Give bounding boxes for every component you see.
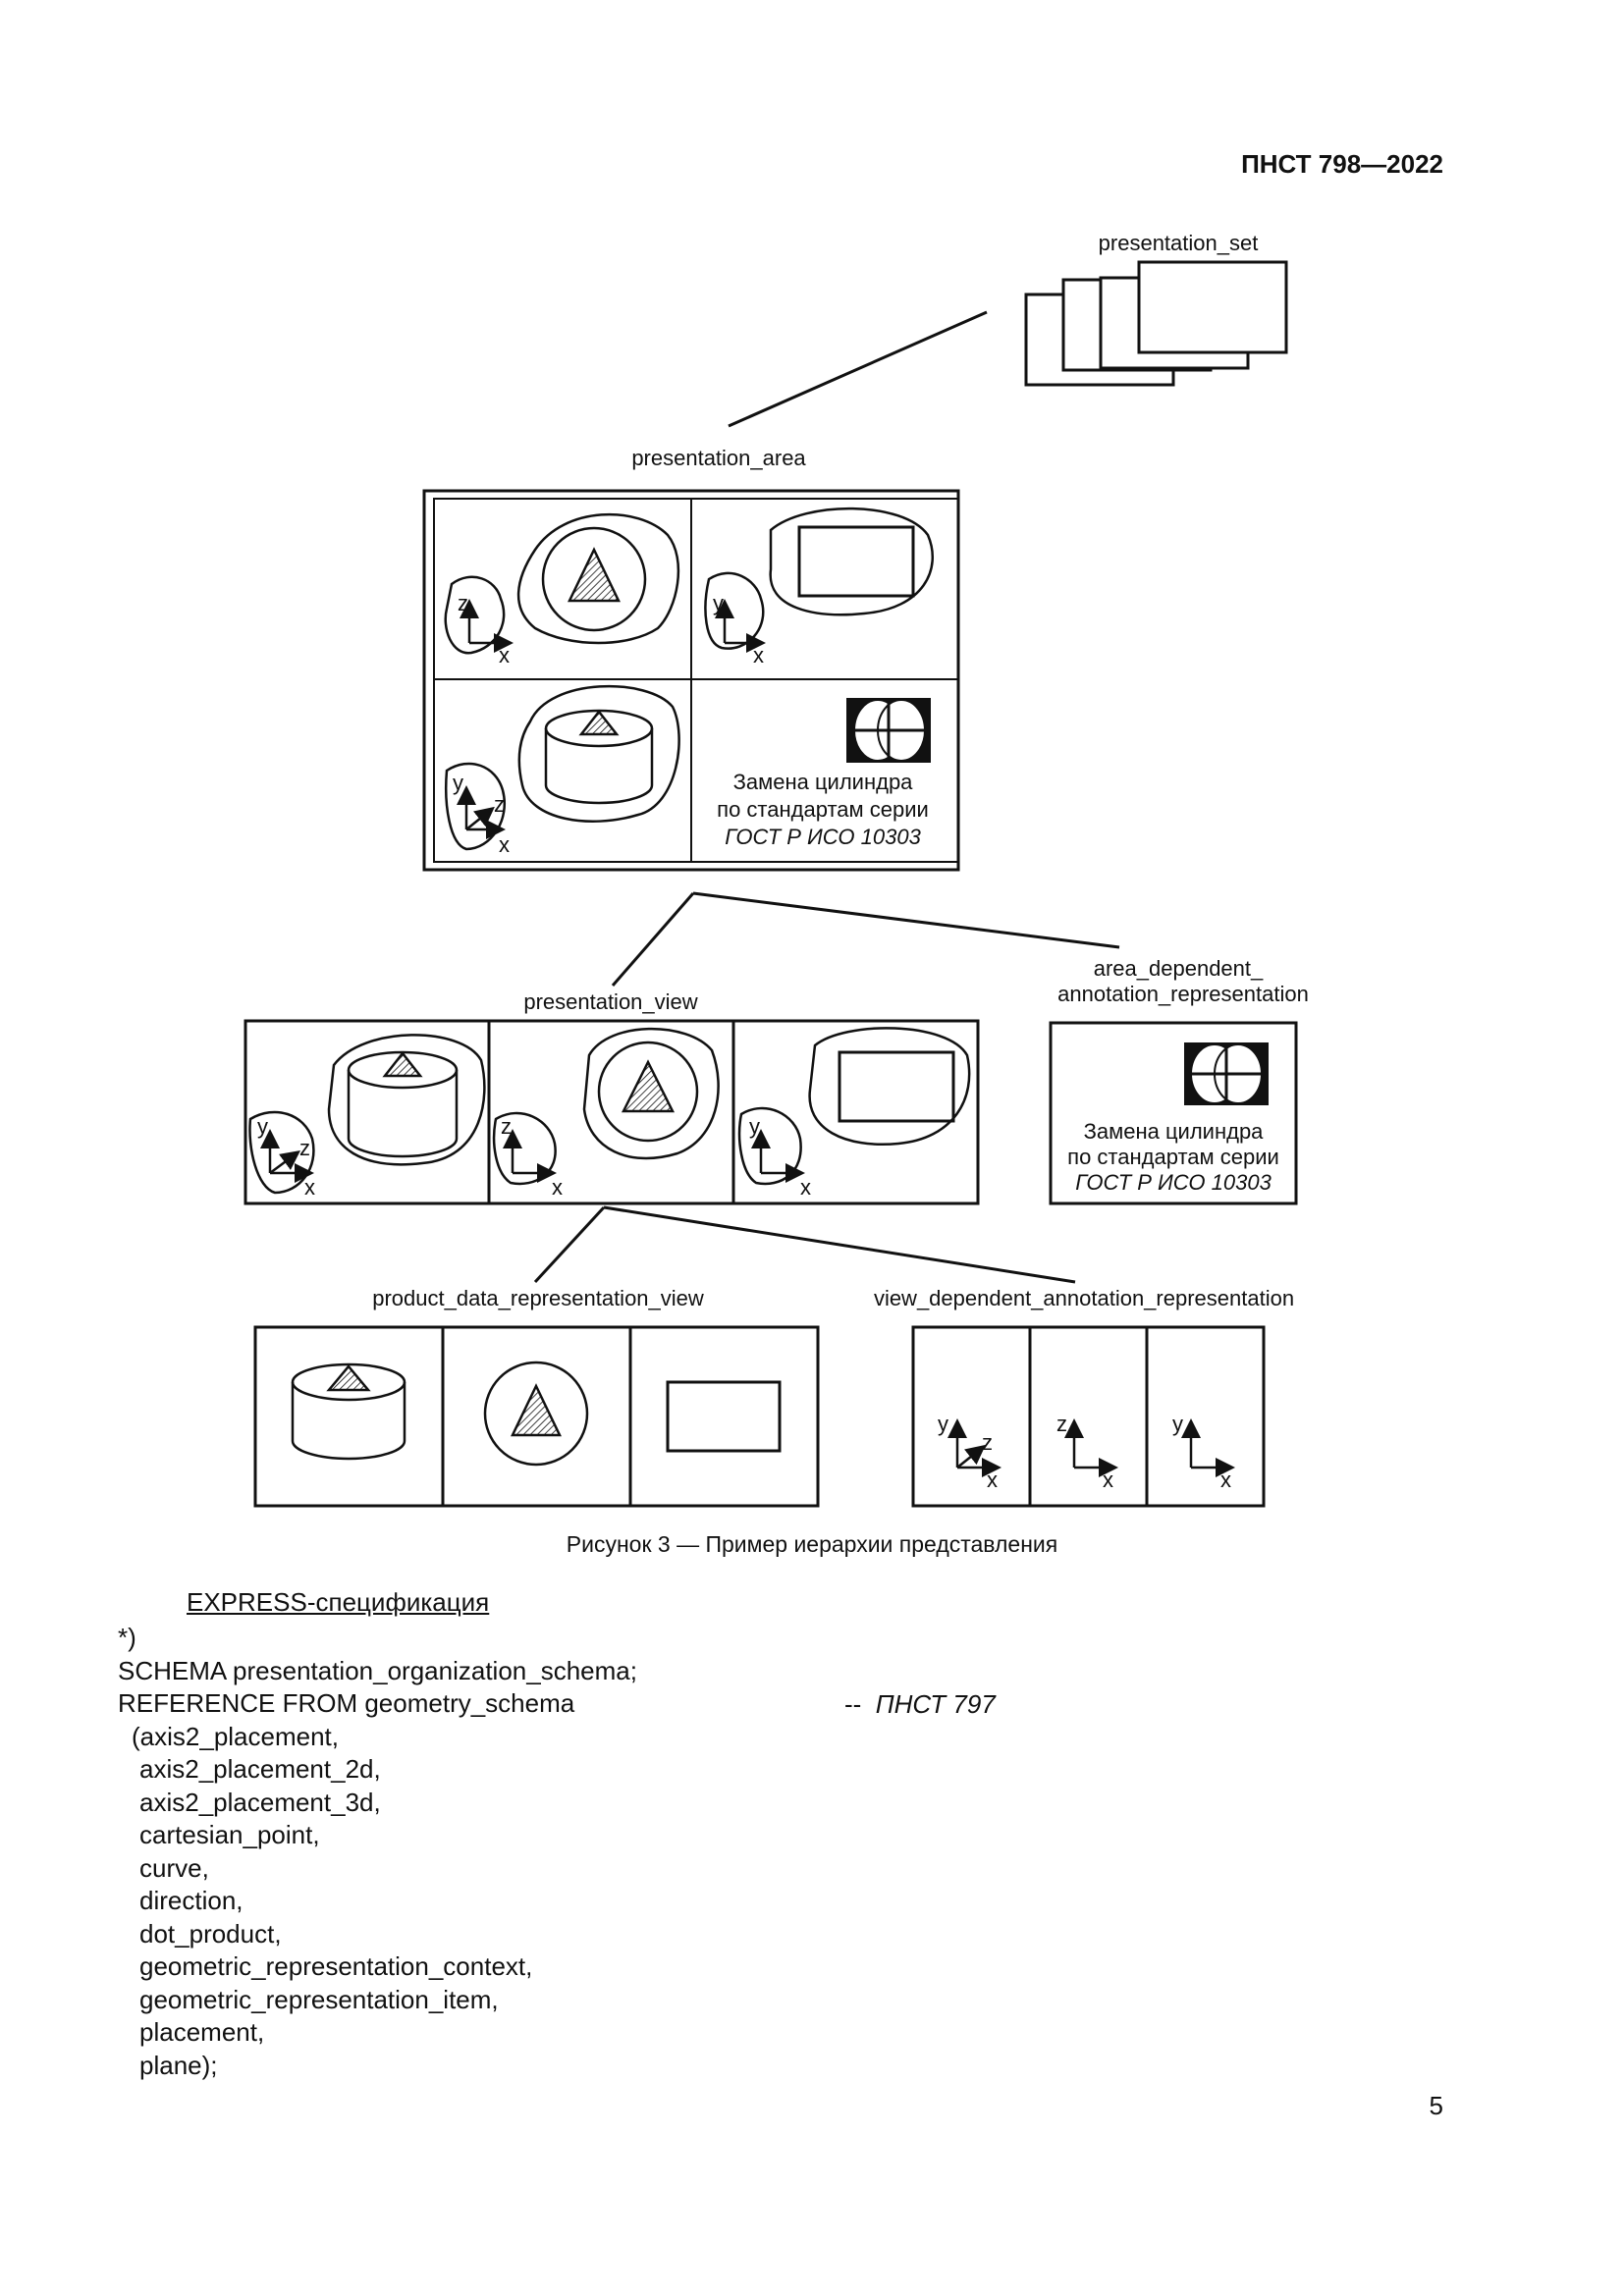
axis-x: x — [499, 643, 510, 667]
code-line: axis2_placement_2d, — [139, 1754, 381, 1784]
axis-z: z — [501, 1114, 512, 1139]
comment-doc: ПНСТ 797 — [875, 1689, 996, 1719]
product-cylinder — [291, 1362, 406, 1461]
code-line: SCHEMA presentation_organization_schema; — [118, 1655, 637, 1685]
comment-prefix: -- — [844, 1689, 862, 1719]
product-rectangle — [666, 1380, 782, 1453]
axis-y: y — [1172, 1412, 1183, 1436]
spec-code-block: *) SCHEMA presentation_organization_sche… — [118, 1622, 637, 2082]
label-area-dependent-2: annotation_representation — [1057, 982, 1309, 1006]
axis-y: y — [938, 1412, 948, 1436]
label-presentation-view: presentation_view — [523, 989, 697, 1014]
product-data-box — [253, 1325, 820, 1508]
view-dependent-box — [911, 1325, 1266, 1508]
code-line: placement, — [139, 2017, 265, 2047]
axis-x: x — [1220, 1468, 1231, 1492]
code-line: cartesian_point, — [139, 1820, 320, 1849]
area-dependent-symbol — [1184, 1042, 1269, 1105]
view-dependent-axes — [947, 1418, 1235, 1477]
code-line: *) — [118, 1623, 136, 1652]
connector-view-product — [533, 1205, 606, 1284]
axis-y: y — [713, 591, 724, 615]
annotation-line1: Замена цилиндра — [1084, 1119, 1265, 1144]
annotation-line3: ГОСТ Р ИСО 10303 — [725, 825, 921, 849]
axis-x: x — [304, 1175, 315, 1200]
axis-z: z — [982, 1430, 993, 1455]
code-line: geometric_representation_item, — [139, 1984, 499, 2014]
presentation-set-stack — [1024, 260, 1288, 387]
label-presentation-area: presentation_area — [631, 446, 806, 470]
label-area-dependent-1: area_dependent_ — [1094, 956, 1264, 981]
axis-x: x — [552, 1175, 563, 1200]
axis-y: y — [453, 771, 463, 795]
presentation-area-box — [422, 489, 960, 872]
document-code: ПНСТ 798—2022 — [1241, 149, 1443, 179]
connector-set-area — [728, 310, 988, 428]
code-line: REFERENCE FROM geometry_schema — [118, 1688, 575, 1718]
axis-x: x — [499, 832, 510, 857]
axis-x: x — [1103, 1468, 1113, 1492]
area-annotation-symbol — [846, 698, 931, 763]
axis-y: y — [749, 1114, 760, 1139]
connector-area-annotation — [692, 891, 1120, 949]
code-line: (axis2_placement, — [132, 1721, 339, 1751]
label-view-dependent: view_dependent_annotation_representation — [874, 1286, 1294, 1310]
view-cell-cylinder — [248, 1034, 486, 1195]
view-cell-circle — [492, 1027, 720, 1186]
axis-z: z — [494, 792, 505, 817]
axis-z: z — [1056, 1412, 1067, 1436]
area-dependent-box — [1049, 1021, 1298, 1205]
view-cell-rectangle — [737, 1027, 971, 1186]
code-line: geometric_representation_context, — [139, 1951, 533, 1981]
figure-caption: Рисунок 3 — Пример иерархии представлени… — [566, 1531, 1058, 1557]
annotation-line2: по стандартам серии — [1067, 1145, 1279, 1169]
axis-z: z — [299, 1136, 310, 1160]
product-circle — [483, 1361, 589, 1467]
page-number: 5 — [1429, 2091, 1443, 2120]
axis-x: x — [987, 1468, 998, 1492]
axis-z: z — [458, 591, 468, 615]
connector-area-view — [611, 892, 695, 987]
connector-view-annotation — [603, 1205, 1076, 1284]
area-cell-circle — [444, 512, 680, 655]
area-cell-cylinder — [445, 684, 680, 851]
label-product-data: product_data_representation_view — [372, 1286, 704, 1310]
axis-x: x — [800, 1175, 811, 1200]
axis-x: x — [753, 643, 764, 667]
label-presentation-set: presentation_set — [1099, 231, 1259, 255]
presentation-view-box — [244, 1019, 980, 1205]
annotation-line3: ГОСТ Р ИСО 10303 — [1075, 1170, 1272, 1195]
reference-comment: -- ПНСТ 797 — [844, 1689, 996, 1720]
spec-heading: EXPRESS-спецификация — [187, 1587, 490, 1617]
code-line: curve, — [139, 1852, 209, 1883]
hierarchy-figure: presentation_set presentation_area z x y… — [244, 231, 1309, 1508]
area-cell-rectangle — [704, 507, 934, 653]
annotation-line2: по стандартам серии — [717, 797, 929, 822]
code-line: axis2_placement_3d, — [139, 1787, 381, 1817]
axis-y: y — [257, 1114, 268, 1139]
code-line: dot_product, — [139, 1918, 282, 1949]
code-line: direction, — [139, 1886, 244, 1915]
annotation-line1: Замена цилиндра — [733, 770, 914, 794]
code-line: plane); — [139, 2050, 218, 2080]
